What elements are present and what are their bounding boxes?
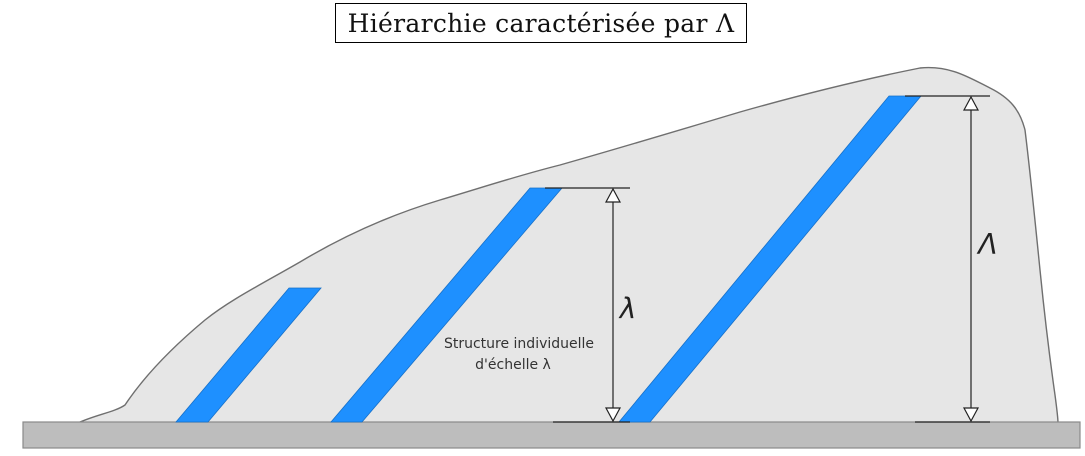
ground-bar bbox=[23, 422, 1080, 448]
structure-label-line1: Structure individuelle bbox=[444, 336, 594, 352]
lambda-small-label: λ bbox=[618, 292, 637, 325]
structure-label-line2: d'échelle λ bbox=[475, 357, 551, 373]
lambda-big-label: Λ bbox=[976, 228, 997, 261]
